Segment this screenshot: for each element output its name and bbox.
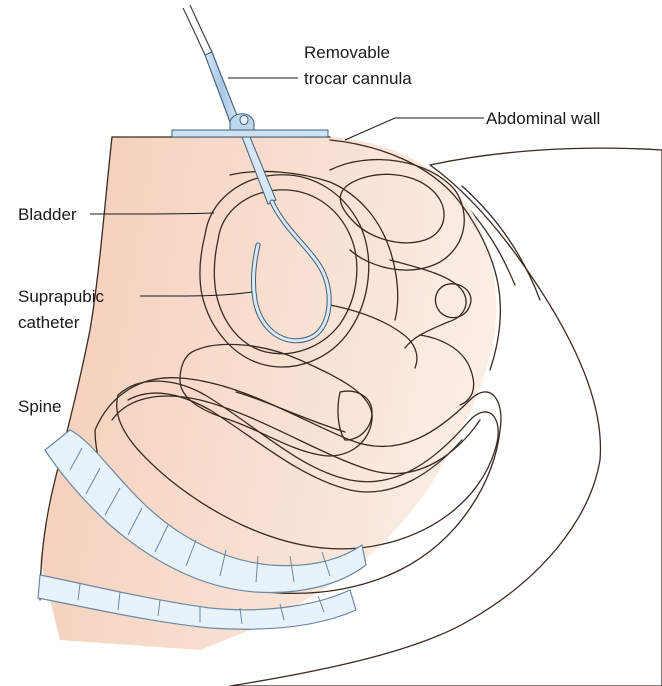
label-suprapubic-catheter-line2: catheter: [18, 313, 80, 332]
label-bladder: Bladder: [18, 205, 77, 224]
label-spine: Spine: [18, 397, 61, 416]
label-removable-trocar-cannula-line1: Removable: [304, 43, 390, 62]
label-removable-trocar-cannula-line2: trocar cannula: [304, 69, 412, 88]
label-suprapubic-catheter-line1: Suprapubic: [18, 287, 105, 306]
label-abdominal-wall: Abdominal wall: [486, 109, 600, 128]
